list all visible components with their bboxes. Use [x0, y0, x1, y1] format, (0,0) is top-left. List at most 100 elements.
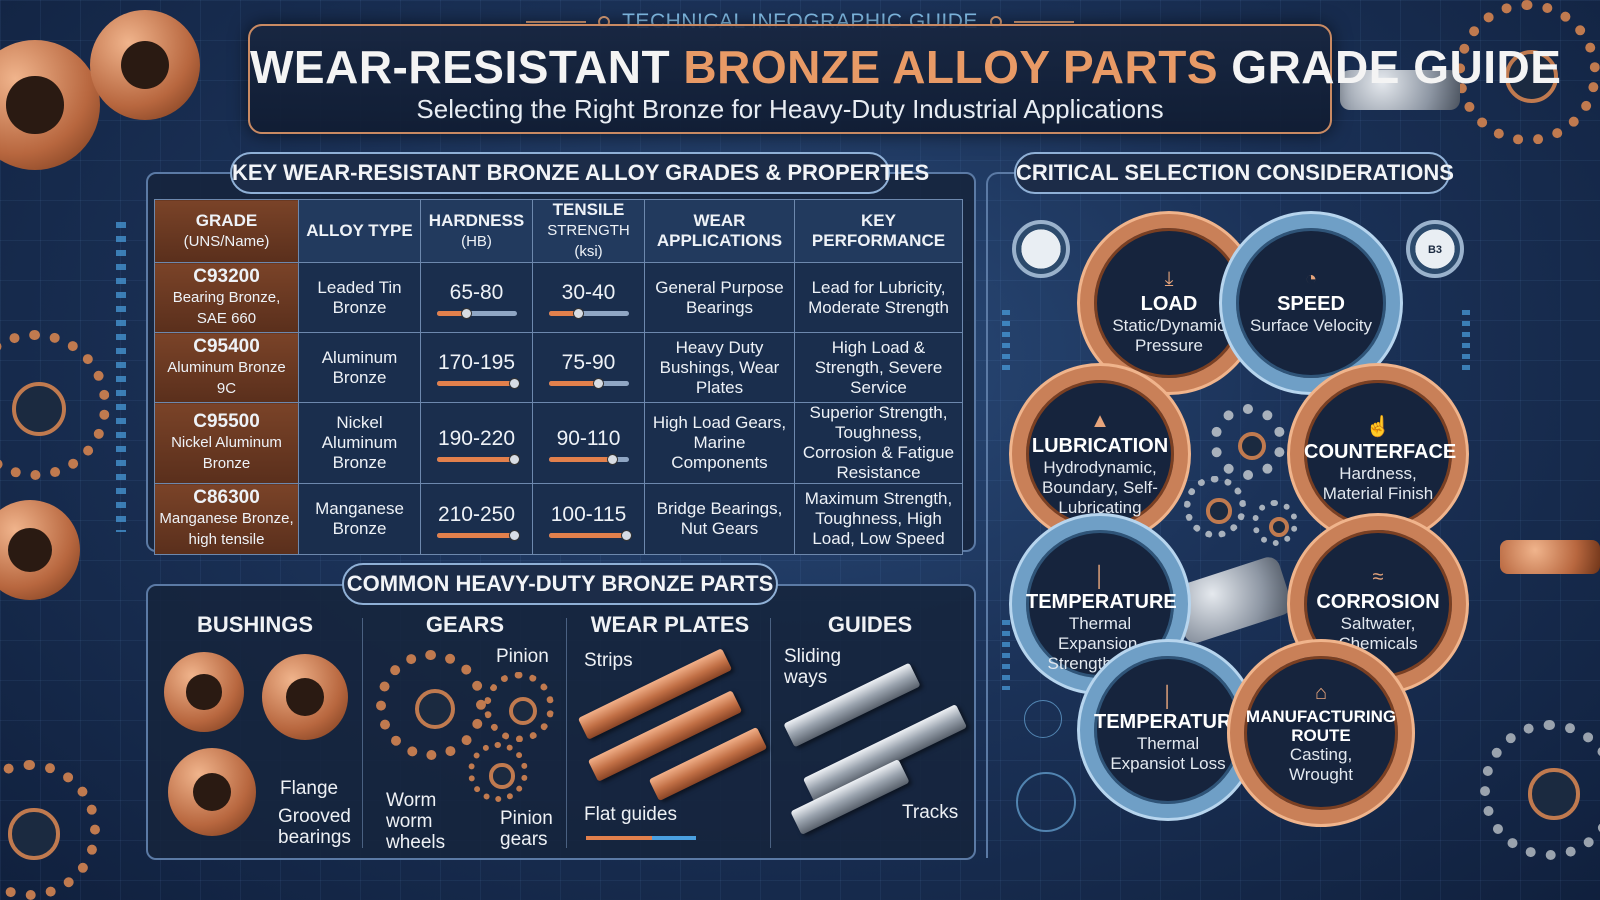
tensile-bar	[548, 453, 629, 465]
oil-drop-icon: ▲	[1090, 410, 1110, 432]
tensile-value: 100-115	[550, 502, 627, 526]
lubrication-heading: LUBRICATION	[1031, 435, 1169, 457]
flange-label: Flange	[280, 778, 339, 799]
pressure-gauge-icon: B3	[1406, 220, 1464, 278]
hardness-cell: 210-250	[420, 483, 533, 555]
performance-cell: Lead for Lubricity, Moderate Strength	[794, 262, 963, 333]
tensile-bar	[548, 378, 629, 389]
bushings-title: BUSHINGS	[196, 612, 314, 637]
hardness-value: 65-80	[449, 281, 504, 304]
gauge-label: B3	[1427, 244, 1443, 256]
pinion-gears-label: Pinion gears	[500, 808, 553, 850]
steel-gear-image	[1480, 720, 1600, 860]
copper-bushing-image	[0, 40, 100, 170]
alloy-type-cell: Leaded Tin Bronze	[298, 262, 421, 333]
hardness-value: 170-195	[437, 351, 516, 374]
pinion-gear-image	[484, 672, 554, 742]
divider	[770, 618, 771, 848]
divider	[362, 618, 363, 848]
wear-plates-title: WEAR PLATES	[590, 612, 750, 637]
grades-table: GRADE(UNS/Name) ALLOY TYPE HARDNESS(HB) …	[154, 199, 963, 555]
strips-label: Strips	[584, 650, 633, 671]
copper-pin-image	[1500, 540, 1600, 574]
grooved-bearing-image	[168, 748, 256, 836]
tensile-cell: 100-115	[532, 483, 645, 555]
hud-ticks	[1002, 310, 1010, 370]
applications-cell: High Load Gears, Marine Components	[644, 402, 795, 484]
tensile-cell: 75-90	[532, 332, 645, 403]
thermometer-icon: │	[1161, 686, 1175, 708]
temperature1-heading: TEMPERATURE	[1026, 591, 1177, 613]
load-description: Static/Dynamic Pressure	[1112, 316, 1226, 355]
hardness-bar	[436, 529, 520, 541]
corrosion-description: Saltwater, Chemicals	[1338, 614, 1418, 653]
compass-icon	[1016, 772, 1076, 832]
guides-title: GUIDES	[827, 612, 913, 637]
speed-heading: SPEED	[1277, 293, 1345, 315]
bronze-gear-image	[0, 760, 100, 900]
worm-wheel-image	[468, 742, 528, 802]
col-grade-header: GRADE(UNS/Name)	[154, 199, 299, 263]
steel-shaft-image	[1340, 70, 1460, 110]
settings-icon	[1024, 700, 1062, 738]
load-arrow-icon: ⤓	[1164, 268, 1174, 290]
tensile-bar	[548, 308, 629, 319]
tensile-cell: 90-110	[532, 402, 645, 484]
grade-code: C86300	[193, 487, 260, 508]
applications-cell: Heavy Duty Bushings, Wear Plates	[644, 332, 795, 403]
counterface-description: Hardness, Material Finish	[1322, 464, 1434, 503]
sliding-ways-label: Sliding ways	[784, 646, 842, 688]
bronze-gear-image	[1455, 0, 1600, 145]
corrosion-icon: ≈	[1372, 566, 1384, 588]
copper-bushing-image	[90, 10, 200, 120]
performance-cell: Superior Strength, Toughness, Corrosion …	[794, 402, 963, 484]
tensile-bar	[548, 529, 632, 541]
sleeve-bushing-image	[164, 652, 244, 732]
hardness-bar	[436, 378, 520, 389]
flange-bushing-image	[262, 654, 348, 740]
bronze-gear-image	[0, 330, 110, 480]
hardness-bar	[436, 308, 517, 319]
steel-gear-image	[1184, 476, 1246, 538]
steel-gear-image	[1210, 404, 1286, 480]
tensile-value: 75-90	[561, 351, 616, 374]
worm-wheels-label: Worm worm wheels	[386, 790, 446, 853]
finish-icon: ☝	[1365, 416, 1391, 438]
col-hardness-header: HARDNESS(HB)	[420, 199, 533, 263]
alloy-type-cell: Aluminum Bronze	[298, 332, 421, 403]
considerations-title: CRITICAL SELECTION CONSIDERATIONS	[1014, 152, 1454, 194]
copper-bushing-image	[0, 500, 80, 600]
corrosion-heading: CORROSION	[1316, 591, 1440, 613]
title-box: WEAR-RESISTANT BRONZE ALLOY PARTS GRADE …	[248, 24, 1561, 134]
grade-code: C93200	[193, 265, 260, 287]
temperature2-heading: TEMPERATURE	[1094, 711, 1245, 733]
grade-name: Bearing Bronze, SAE 660	[172, 288, 281, 327]
hardness-value: 210-250	[437, 502, 516, 526]
grade-code: C95400	[193, 335, 260, 357]
grade-name: Nickel Aluminum Bronze	[171, 434, 282, 472]
temperature2-description: Thermal Expansiot Loss	[1110, 734, 1226, 773]
title-part-1: WEAR-RESISTANT	[250, 41, 684, 93]
applications-cell: General Purpose Bearings	[644, 262, 795, 333]
table-header-row: GRADE(UNS/Name) ALLOY TYPE HARDNESS(HB) …	[154, 199, 963, 263]
flat-guides-label: Flat guides	[584, 804, 677, 825]
pressure-gauge-icon	[1012, 220, 1070, 278]
hardness-value: 190-220	[437, 426, 516, 450]
parts-panel-title: COMMON HEAVY-DUTY BRONZE PARTS	[342, 563, 778, 605]
title-part-3: GRADE GUIDE	[1218, 41, 1562, 93]
applications-cell: Bridge Bearings, Nut Gears	[644, 483, 795, 555]
grade-code: C95500	[193, 411, 260, 432]
title-part-2: BRONZE ALLOY PARTS	[683, 41, 1219, 93]
col-alloy-header: ALLOY TYPE	[298, 199, 421, 263]
